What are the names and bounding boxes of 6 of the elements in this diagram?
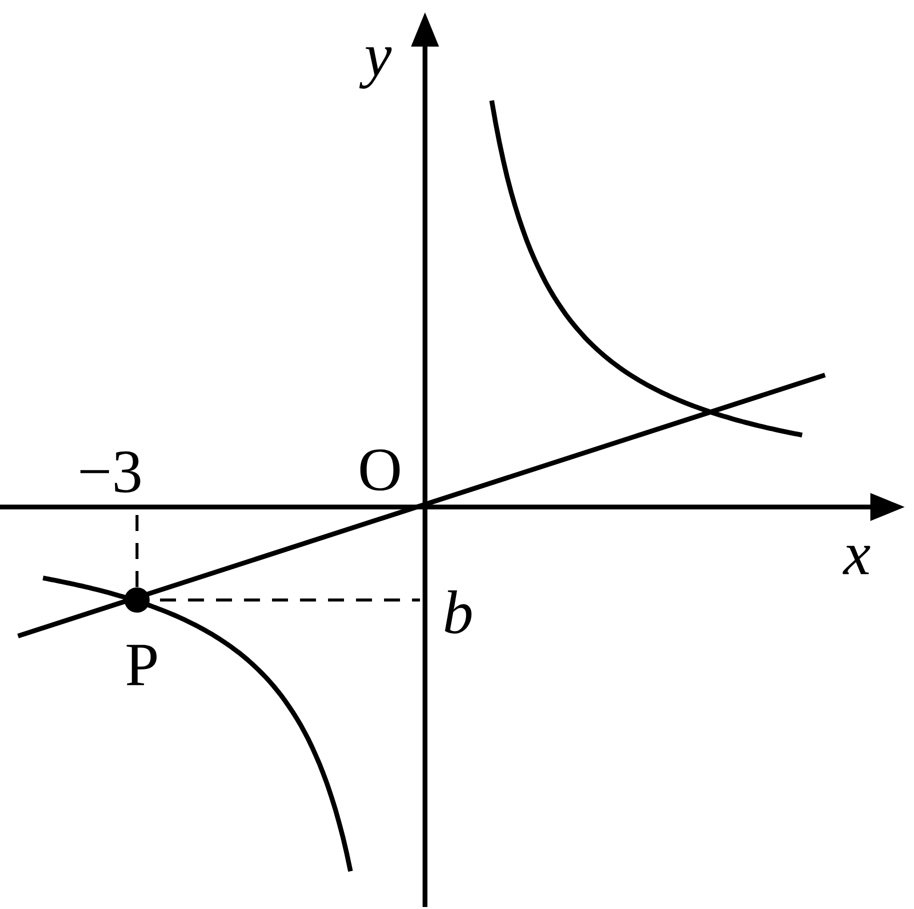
axis-label: y: [359, 47, 392, 89]
value-label: b: [444, 590, 472, 634]
axis-label: x: [842, 546, 870, 574]
tick-label: −3: [80, 451, 140, 493]
origin-label: O: [360, 449, 400, 491]
point-label: P: [126, 644, 157, 686]
